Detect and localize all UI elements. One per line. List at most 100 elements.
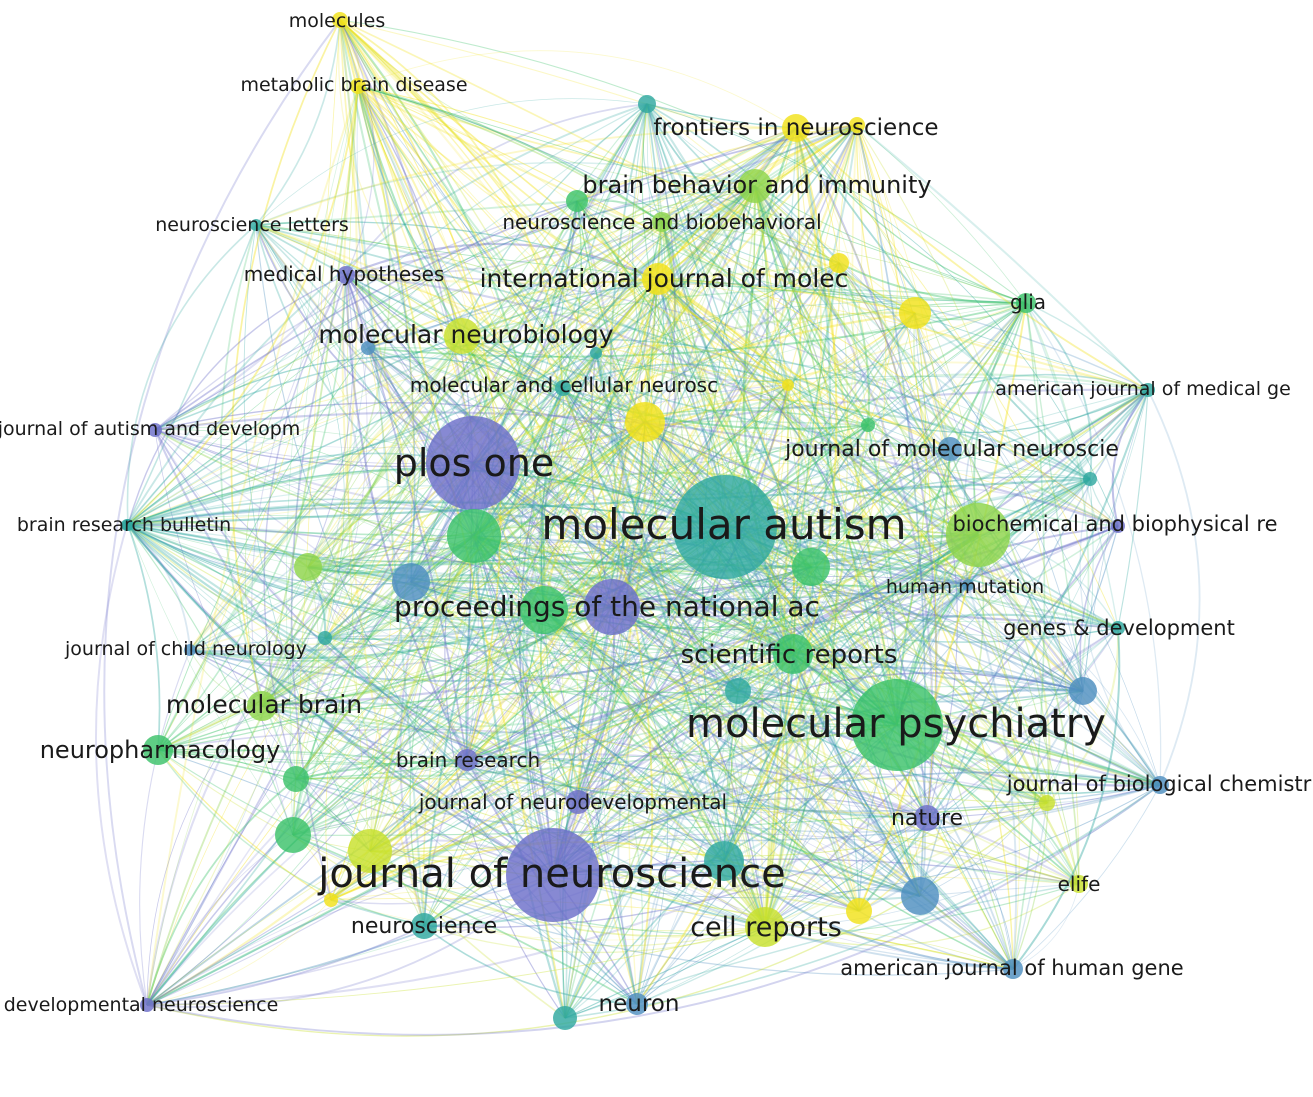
node-american-journal-of-human-gene[interactable] [1003,959,1023,979]
node-label-molecules[interactable]: molecules [289,10,385,32]
node-journal-of-molecular-neuroscie[interactable] [938,437,962,461]
node-u16[interactable] [520,586,568,634]
node-u15[interactable] [318,631,332,645]
node-journal-of-neurodevelopmental[interactable] [566,790,590,814]
node-molecular-autism[interactable] [673,475,777,579]
node-u2[interactable] [849,117,865,133]
node-u25[interactable] [704,841,744,881]
node-u18[interactable] [725,678,751,704]
node-u26[interactable] [846,898,872,924]
node-nature[interactable] [914,805,940,831]
node-label-molecular-psychiatry[interactable]: molecular psychiatry [686,701,1106,747]
node-neuron[interactable] [626,993,648,1015]
node-u24[interactable] [324,893,338,907]
node-label-genes-development[interactable]: genes & development [1003,616,1235,640]
node-genes-development[interactable] [1111,621,1125,635]
node-neuroscience-and-biobehavioral[interactable] [652,212,672,232]
node-label-nature[interactable]: nature [891,806,963,831]
node-u8[interactable] [590,347,602,359]
node-medical-hypotheses[interactable] [337,266,355,284]
node-u6[interactable] [782,379,794,391]
node-glia[interactable] [1016,293,1036,313]
node-label-journal-of-neuroscience[interactable]: journal of neuroscience [317,851,786,897]
node-elife[interactable] [1070,875,1088,893]
node-label-brain-behavior-and-immunity[interactable]: brain behavior and immunity [582,171,931,199]
node-u13[interactable] [294,553,322,581]
node-label-cell-reports[interactable]: cell reports [690,912,842,943]
node-u28[interactable] [1039,795,1055,811]
node-label-journal-of-autism-and-developm[interactable]: journal of autism and developm [0,418,300,440]
node-label-biochemical-and-biophysical-re[interactable]: biochemical and biophysical re [952,512,1277,536]
node-u17[interactable] [447,509,501,563]
node-u4[interactable] [829,253,849,273]
node-u11[interactable] [946,503,1010,567]
node-scientific-reports[interactable] [773,634,813,674]
node-neuroscience[interactable] [411,913,437,939]
node-label-frontiers-in-neuroscience[interactable]: frontiers in neuroscience [653,115,938,141]
node-developmental-neuroscience[interactable] [140,998,154,1012]
node-brain-research[interactable] [456,749,478,771]
node-u12[interactable] [392,563,430,601]
node-molecules[interactable] [332,12,348,28]
node-label-plos-one[interactable]: plos one [394,441,555,485]
node-u20[interactable] [121,519,133,531]
node-label-scientific-reports[interactable]: scientific reports [681,640,898,670]
node-neuropharmacology[interactable] [143,735,173,765]
node-label-neuroscience[interactable]: neuroscience [351,914,497,939]
node-american-journal-of-medical-ge[interactable] [1141,383,1155,397]
node-u29[interactable] [553,1006,577,1030]
node-label-molecular-and-cellular-neurosc[interactable]: molecular and cellular neurosc [410,373,718,397]
node-u21[interactable] [283,766,309,792]
node-label-molecular-brain[interactable]: molecular brain [166,690,362,719]
node-label-developmental-neuroscience[interactable]: developmental neuroscience [4,994,279,1016]
node-label-american-journal-of-human-gene[interactable]: american journal of human gene [840,956,1183,980]
node-label-journal-of-child-neurology[interactable]: journal of child neurology [64,638,307,660]
node-label-journal-of-biological-chemistr[interactable]: journal of biological chemistr [1006,772,1312,796]
node-label-neuron[interactable]: neuron [599,991,680,1017]
node-label-journal-of-molecular-neuroscie[interactable]: journal of molecular neuroscie [784,437,1119,462]
node-metabolic-brain-disease[interactable] [350,78,366,94]
node-u27[interactable] [901,877,939,915]
node-label-medical-hypotheses[interactable]: medical hypotheses [244,262,445,286]
node-label-neuroscience-and-biobehavioral[interactable]: neuroscience and biobehavioral [502,210,821,234]
node-u9[interactable] [861,418,875,432]
node-molecular-brain[interactable] [247,691,277,721]
node-label-elife[interactable]: elife [1058,872,1101,896]
node-label-neuropharmacology[interactable]: neuropharmacology [40,736,281,764]
node-label-brain-research[interactable]: brain research [396,748,540,772]
node-label-proceedings-of-the-national-ac[interactable]: proceedings of the national ac [394,590,820,623]
node-label-american-journal-of-medical-ge[interactable]: american journal of medical ge [995,378,1291,400]
node-u23[interactable] [348,829,392,873]
node-international-journal-of-molec[interactable] [642,263,674,295]
node-frontiers-in-neuroscience[interactable] [782,114,810,142]
node-label-journal-of-neurodevelopmental[interactable]: journal of neurodevelopmental [418,790,727,814]
node-u10[interactable] [1083,472,1097,486]
node-brain-behavior-and-immunity[interactable] [738,169,772,203]
node-u22[interactable] [275,817,311,853]
node-label-neuroscience-letters[interactable]: neuroscience letters [155,214,349,236]
node-u5[interactable] [899,297,931,329]
node-journal-of-neuroscience[interactable] [506,828,600,922]
node-human-mutation[interactable] [962,579,974,591]
node-u1[interactable] [638,95,656,113]
node-neuroscience-letters[interactable] [250,219,262,231]
node-molecular-and-cellular-neurosc[interactable] [555,380,571,396]
node-label-metabolic-brain-disease[interactable]: metabolic brain disease [240,74,467,96]
node-u30[interactable] [361,341,375,355]
node-cell-reports[interactable] [745,907,785,947]
node-journal-of-autism-and-developm[interactable] [148,423,162,437]
node-label-brain-research-bulletin[interactable]: brain research bulletin [17,514,231,536]
node-biochemical-and-biophysical-re[interactable] [1111,519,1125,533]
node-proceedings-of-the-national-ac[interactable] [584,579,640,635]
node-journal-of-child-neurology[interactable] [184,644,196,656]
node-label-glia[interactable]: glia [1010,290,1046,314]
node-label-molecular-autism[interactable]: molecular autism [541,500,906,549]
node-plos-one[interactable] [426,416,520,510]
node-u19[interactable] [1069,677,1097,705]
node-u3[interactable] [566,190,588,212]
node-molecular-psychiatry[interactable] [851,679,943,771]
node-u14[interactable] [792,548,830,586]
node-u7[interactable] [625,402,665,442]
node-journal-of-biological-chemistr[interactable] [1151,776,1169,794]
node-label-international-journal-of-molec[interactable]: international journal of molec [480,264,849,293]
